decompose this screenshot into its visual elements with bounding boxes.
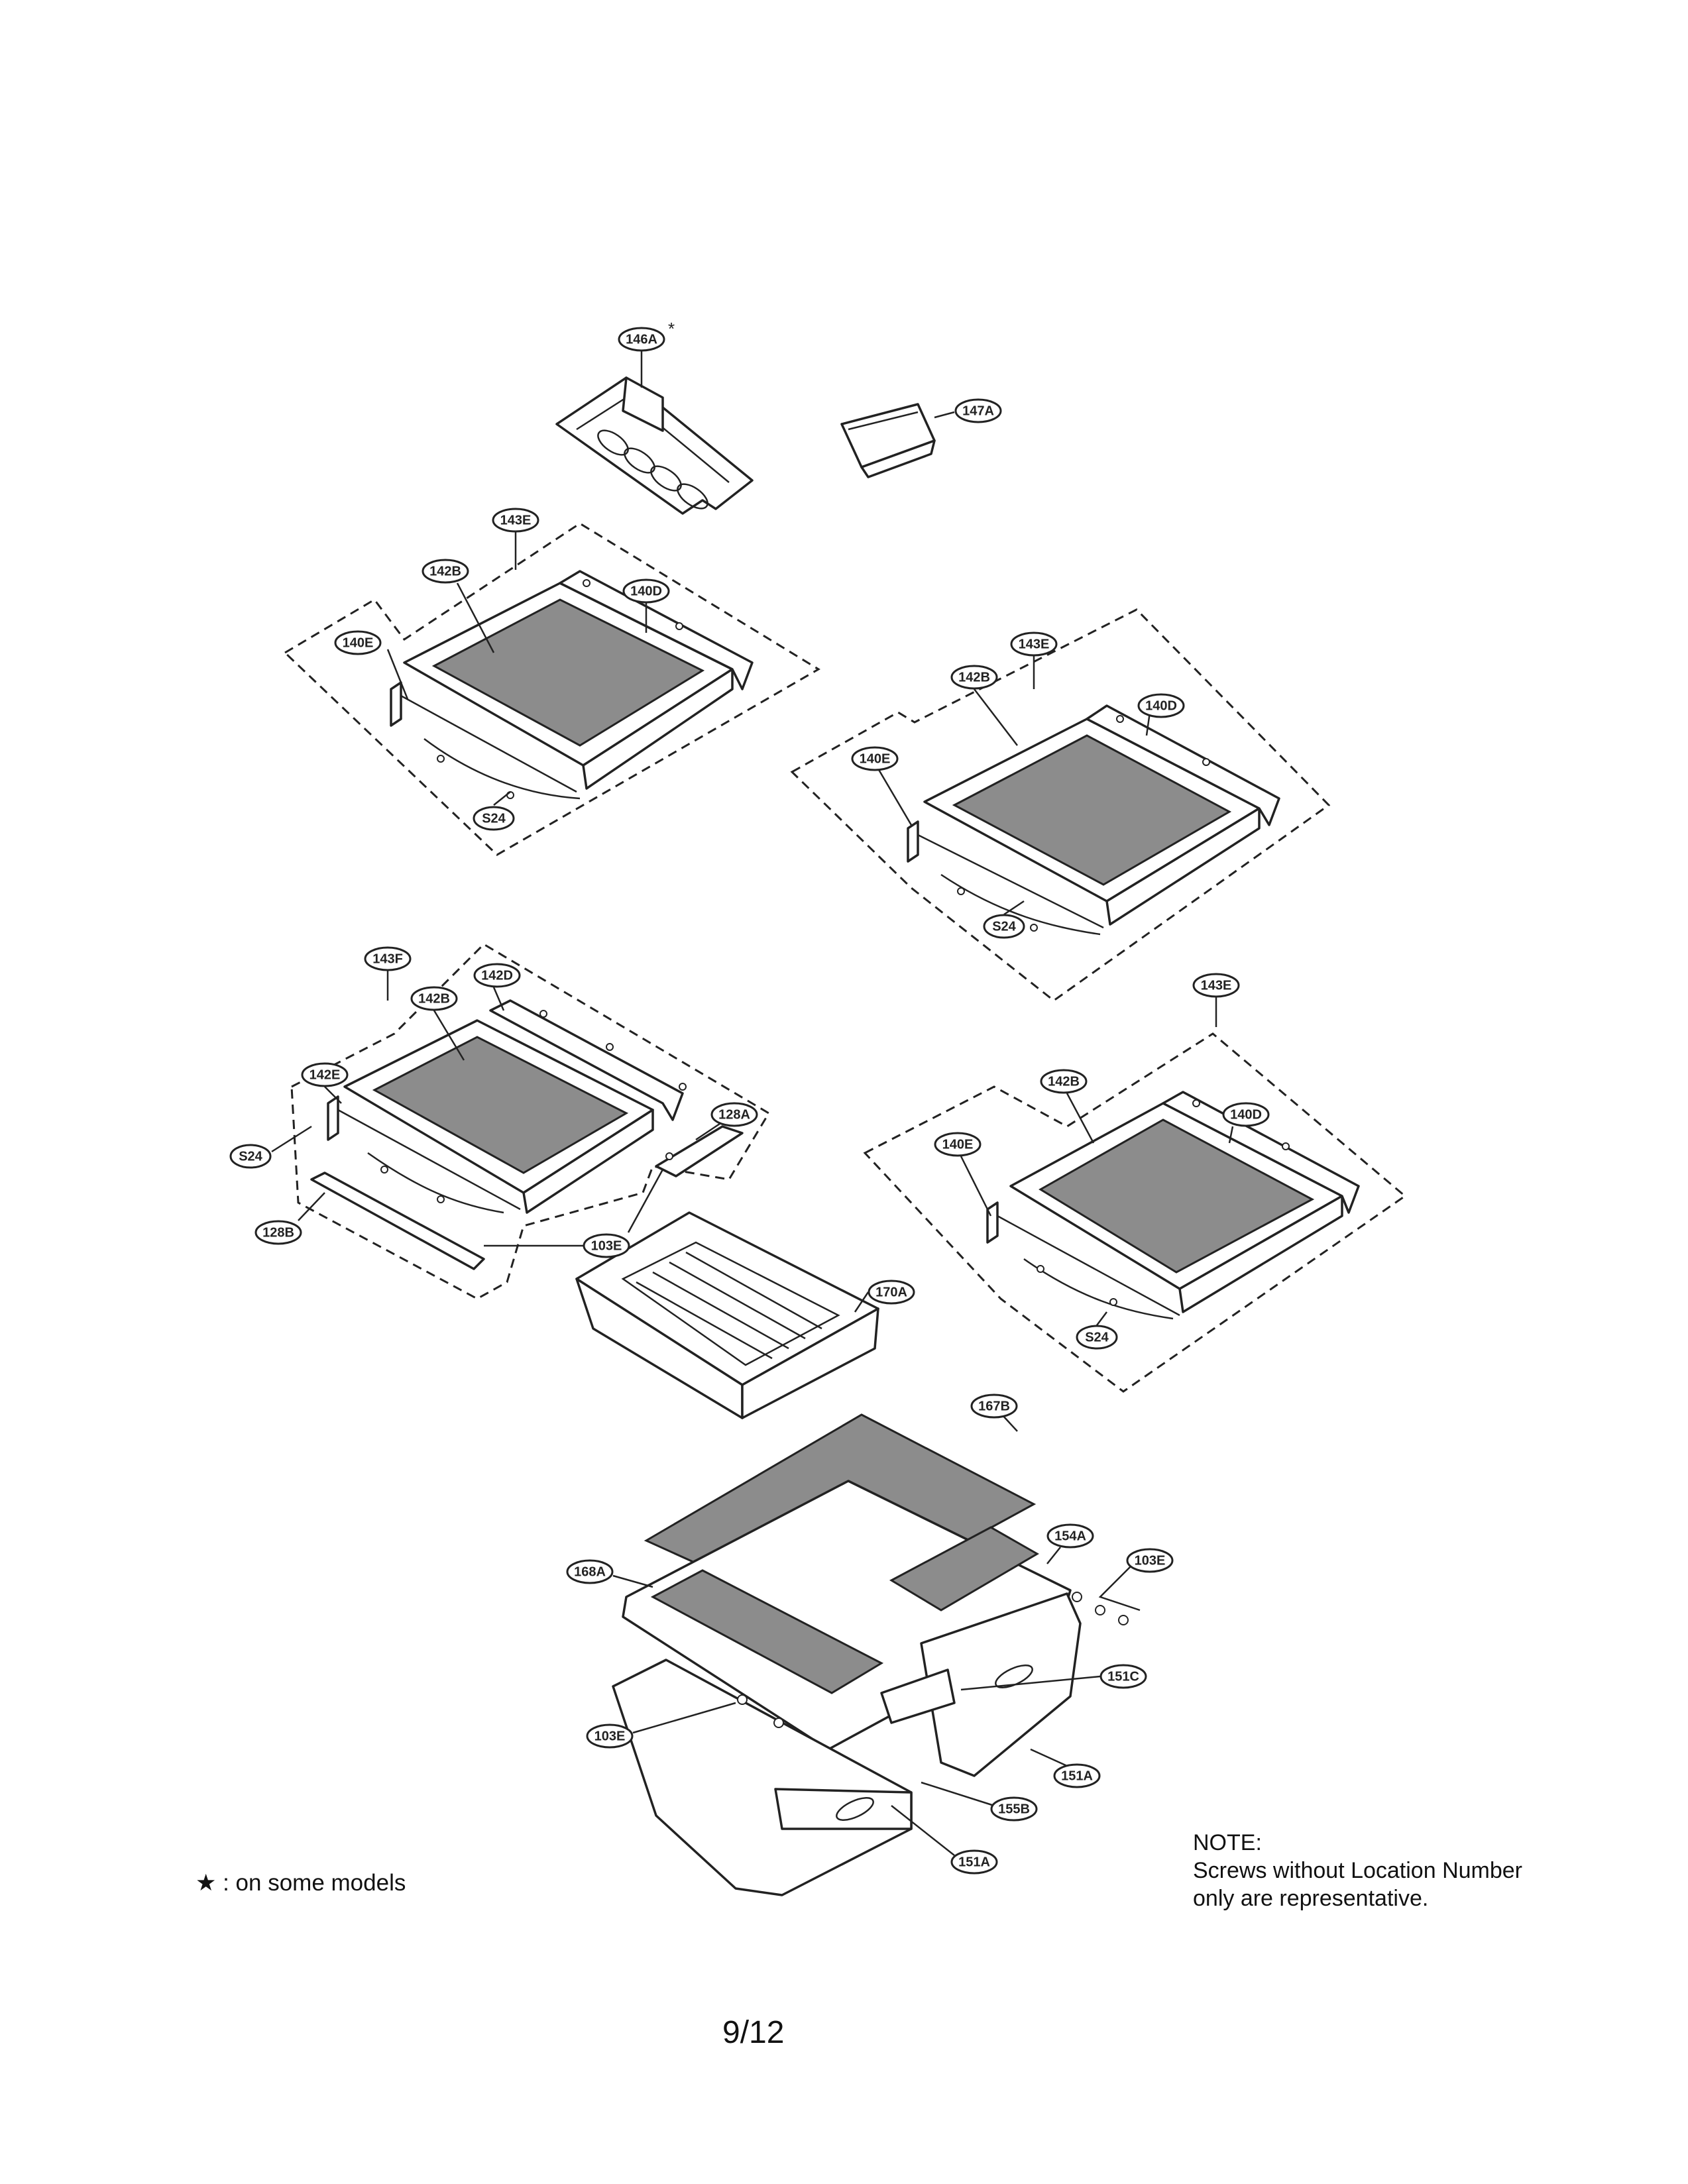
label-142D: 142D	[473, 963, 521, 988]
label-155B: 155B	[990, 1796, 1038, 1822]
svg-text:142E: 142E	[309, 1067, 341, 1082]
shelf-assembly-3	[290, 943, 771, 1300]
label-S24-4: S24	[1076, 1325, 1118, 1350]
svg-text:143E: 143E	[1201, 978, 1232, 993]
svg-text:140E: 140E	[942, 1137, 974, 1152]
svg-text:142B: 142B	[1048, 1074, 1080, 1089]
label-140D-1: 140D	[622, 578, 670, 604]
label-128A: 128A	[710, 1102, 758, 1127]
svg-text:103E: 103E	[594, 1729, 626, 1743]
label-146A: 146A	[618, 327, 665, 352]
svg-text:155B: 155B	[998, 1802, 1030, 1816]
label-142E: 142E	[301, 1062, 349, 1087]
shelf-assembly-2	[790, 608, 1331, 1002]
label-142B-1: 142B	[422, 559, 469, 584]
svg-text:142B: 142B	[418, 991, 450, 1006]
svg-text:128A: 128A	[718, 1107, 750, 1122]
svg-text:S24: S24	[239, 1149, 262, 1164]
label-170A: 170A	[868, 1280, 915, 1305]
svg-text:143F: 143F	[372, 952, 403, 966]
svg-text:151A: 151A	[1061, 1769, 1093, 1783]
svg-text:140E: 140E	[343, 635, 374, 650]
label-151C: 151C	[1099, 1664, 1147, 1689]
label-140D-2: 140D	[1137, 693, 1185, 718]
lower-crisper-assembly	[612, 1480, 1129, 1896]
label-140E-2: 140E	[851, 746, 899, 771]
label-103E-1: 103E	[583, 1233, 630, 1258]
svg-text:143E: 143E	[1019, 637, 1050, 651]
svg-text:103E: 103E	[591, 1238, 622, 1253]
svg-text:147A: 147A	[962, 404, 994, 418]
svg-text:168A: 168A	[574, 1564, 606, 1579]
label-140E-1: 140E	[334, 630, 382, 655]
svg-text:151A: 151A	[958, 1855, 990, 1869]
svg-text:154A: 154A	[1054, 1529, 1086, 1543]
svg-text:140D: 140D	[1230, 1107, 1262, 1122]
shelf-assembly-1	[283, 522, 820, 856]
label-S24-1: S24	[473, 806, 515, 831]
label-167B: 167B	[970, 1393, 1018, 1419]
svg-text:142B: 142B	[429, 564, 461, 578]
svg-text:143E: 143E	[500, 513, 532, 527]
egg-tray-146A	[555, 376, 754, 515]
label-143F: 143F	[364, 946, 412, 971]
crisper-drawer-170A	[575, 1211, 879, 1419]
leader-lines	[271, 351, 1234, 1856]
svg-text:170A: 170A	[875, 1285, 907, 1299]
label-151A-1: 151A	[1053, 1763, 1101, 1788]
svg-text:167B: 167B	[978, 1399, 1010, 1413]
label-143E-2: 143E	[1010, 631, 1058, 657]
label-151A-2: 151A	[950, 1849, 998, 1875]
svg-text:103E: 103E	[1135, 1553, 1166, 1568]
label-103E-3: 103E	[586, 1723, 634, 1749]
note-block: NOTE: Screws without Location Number onl…	[1193, 1829, 1522, 1912]
label-128B: 128B	[254, 1220, 302, 1245]
svg-text:S24: S24	[992, 919, 1016, 934]
label-143E-3: 143E	[1192, 973, 1240, 998]
shelf-assembly-4	[863, 1032, 1407, 1393]
label-140E-3: 140E	[934, 1132, 982, 1157]
label-143E-1: 143E	[492, 508, 539, 533]
label-142B-4: 142B	[1040, 1069, 1088, 1094]
footnote-some-models: ★ : on some models	[196, 1870, 406, 1896]
asterisk-marker: *	[668, 319, 675, 339]
label-142B-2: 142B	[950, 665, 998, 690]
svg-text:140D: 140D	[1145, 698, 1177, 713]
small-bin-147A	[840, 403, 936, 478]
label-142B-3: 142B	[410, 986, 458, 1011]
page-number: 9/12	[722, 2015, 785, 2050]
label-168A: 168A	[566, 1559, 614, 1584]
label-140D-3: 140D	[1222, 1102, 1270, 1127]
svg-text:146A: 146A	[626, 332, 657, 347]
note-heading: NOTE:	[1193, 1830, 1262, 1855]
svg-text:151C: 151C	[1107, 1669, 1139, 1684]
note-line-1: Screws without Location Number	[1193, 1858, 1523, 1883]
label-S24-2: S24	[983, 914, 1025, 939]
label-147A: 147A	[954, 398, 1002, 423]
svg-text:128B: 128B	[262, 1225, 294, 1240]
svg-text:140E: 140E	[860, 751, 891, 766]
note-line-2: only are representative.	[1193, 1886, 1429, 1911]
svg-text:140D: 140D	[630, 584, 662, 598]
svg-text:S24: S24	[1085, 1330, 1109, 1344]
svg-text:S24: S24	[482, 811, 506, 826]
svg-text:142D: 142D	[481, 968, 513, 983]
svg-text:142B: 142B	[958, 670, 990, 684]
label-S24-3: S24	[229, 1144, 272, 1169]
label-154A: 154A	[1046, 1523, 1094, 1549]
label-103E-2: 103E	[1126, 1548, 1174, 1573]
